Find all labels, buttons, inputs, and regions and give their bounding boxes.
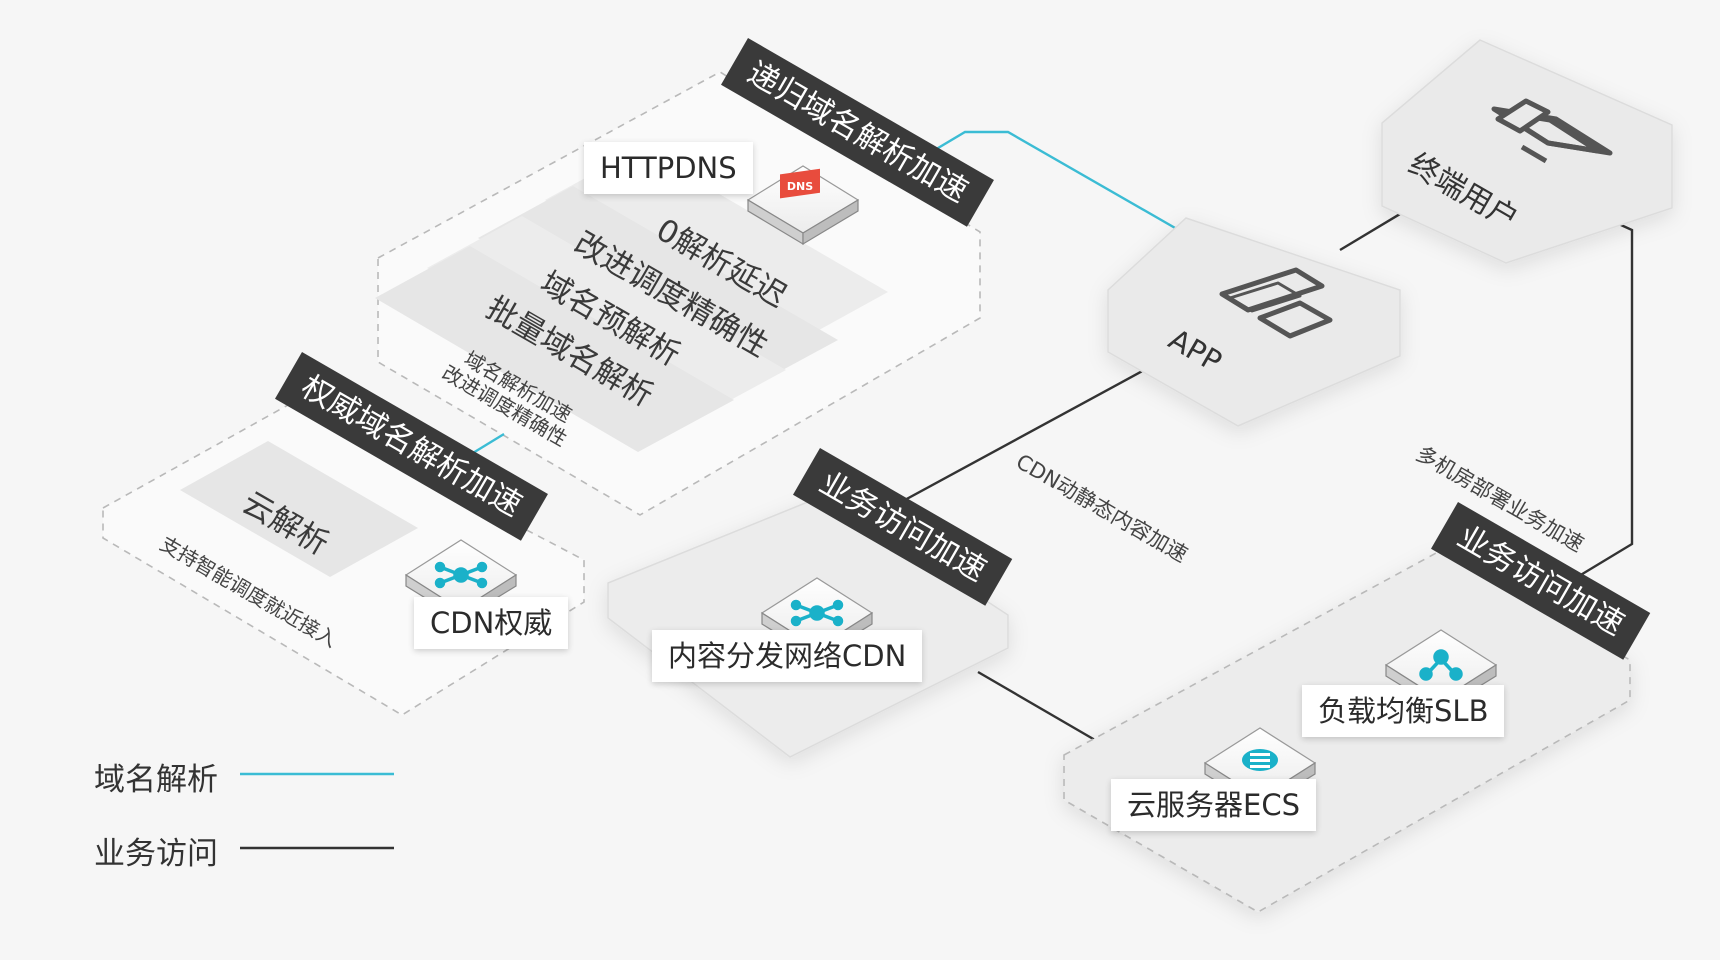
httpdns-cube: DNS <box>746 165 860 246</box>
app-to-cdn-line <box>889 366 1149 510</box>
cdn-authority-label: CDN权威 <box>414 597 569 649</box>
tablet-phone-icon <box>1219 267 1333 339</box>
legend-access-label: 业务访问 <box>94 836 218 872</box>
network-node-icon <box>434 561 488 589</box>
cloud-dns-band <box>180 441 418 577</box>
cdn-product-label: 内容分发网络CDN <box>652 630 923 682</box>
httpdns-label: HTTPDNS <box>584 142 753 194</box>
ecs-label: 云服务器ECS <box>1111 779 1316 831</box>
user-to-server-line <box>1573 218 1634 581</box>
app-to-recursive-dns-line <box>927 130 1197 242</box>
feature-bands <box>375 148 888 452</box>
feature-band <box>375 246 734 452</box>
feature-band <box>545 148 888 346</box>
svg-text:DNS: DNS <box>787 180 813 193</box>
feature-band <box>427 216 786 422</box>
network-node-icon <box>790 599 844 627</box>
slb-label: 负载均衡SLB <box>1302 685 1505 737</box>
cloud-server-icon <box>1242 749 1278 771</box>
load-balancer-icon <box>1419 649 1463 681</box>
cdn-to-server-line <box>977 670 1096 742</box>
app-hexagon <box>1107 217 1401 427</box>
devices-icon <box>1491 98 1613 164</box>
feature-band <box>478 186 838 392</box>
legend-dns-label: 域名解析 <box>94 762 218 798</box>
httpdns-logo-icon: DNS <box>780 168 820 199</box>
